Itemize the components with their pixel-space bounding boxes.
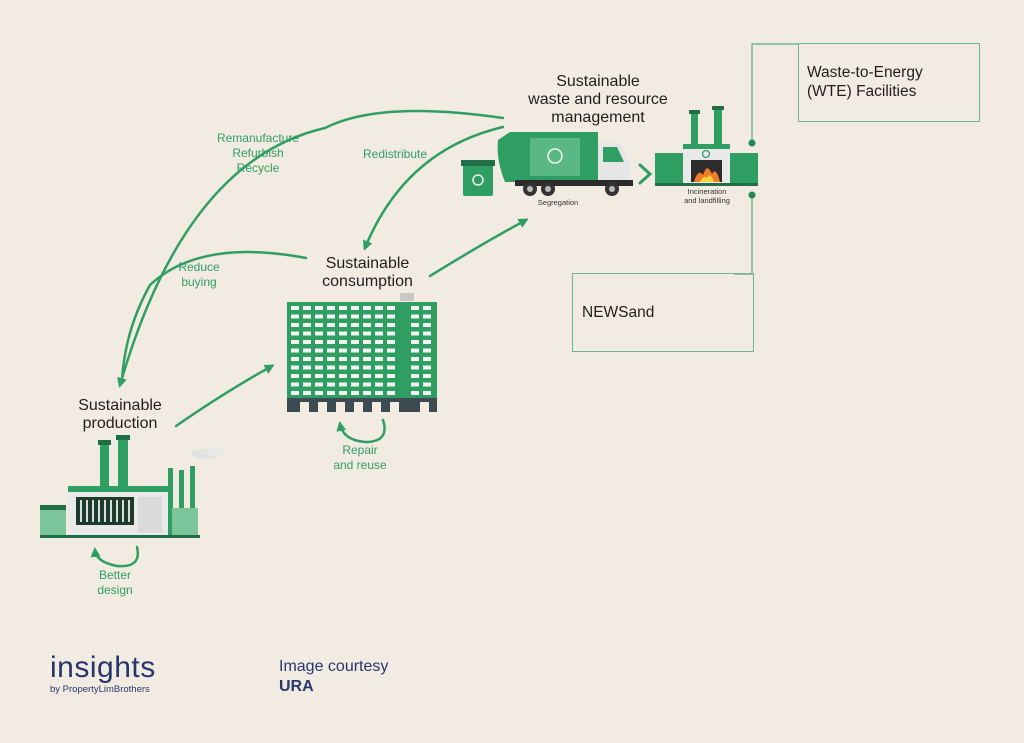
step-label-segregation: Segregation (537, 198, 579, 207)
chevron-segregation-to-incineration (638, 163, 653, 185)
connector-to-newsand (734, 195, 753, 275)
arrow-remanufacture-loop (117, 109, 505, 388)
arrow-consumption-to-waste (428, 218, 529, 278)
connector-dot-bottom (748, 191, 756, 199)
arrow-redistribute-loop (363, 125, 505, 251)
apartment-building-icon (287, 293, 437, 412)
loop-label-reduce-buying: Reduce buying (178, 260, 220, 289)
factory-icon (40, 435, 226, 538)
arrow-design-loop (90, 545, 140, 568)
box-wte-facilities: Waste-to-Energy (WTE) Facilities (798, 43, 980, 122)
brand-logo: insights by PropertyLimBrothers (50, 651, 156, 696)
courtesy-source: URA (279, 678, 314, 695)
courtesy-line: Image courtesy (279, 658, 389, 675)
loop-label-remanufacture: Remanufacture Refurbish Recycle (216, 131, 300, 175)
step-label-incineration: Incineration and landfilling (684, 187, 730, 205)
brand-byline: by PropertyLimBrothers (50, 684, 150, 695)
connector-dot-top (748, 139, 756, 147)
node-sustainable-consumption: Sustainable consumption (322, 255, 413, 290)
loop-label-repair-reuse: Repair and reuse (333, 443, 387, 472)
brand-name: insights (50, 651, 156, 684)
loop-label-better-design: Better design (97, 568, 133, 597)
incineration-plant-icon (655, 106, 758, 186)
box-newsand-label: NEWSand (582, 304, 655, 321)
garbage-truck-icon (461, 132, 633, 196)
image-courtesy: Image courtesy URA (279, 657, 388, 697)
node-sustainable-production: Sustainable production (78, 397, 162, 432)
arrow-reduce-loop (120, 250, 308, 382)
box-newsand: NEWSand (572, 273, 754, 352)
loop-label-redistribute: Redistribute (362, 147, 428, 161)
box-wte-label: Waste-to-Energy (WTE) Facilities (807, 64, 923, 100)
connector-to-wte (751, 43, 798, 143)
arrow-production-to-consumption (174, 364, 275, 428)
arrow-repair-loop (336, 418, 386, 444)
node-sustainable-waste-management: Sustainable waste and resource managemen… (528, 73, 668, 126)
